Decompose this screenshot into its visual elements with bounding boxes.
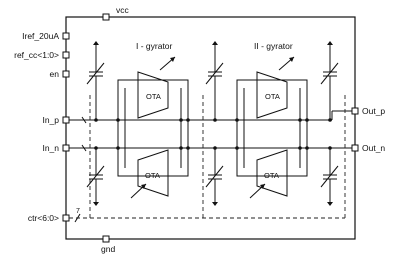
ota-2-top-label: OTA — [265, 92, 280, 101]
label-en: en — [50, 69, 60, 79]
junction-dots — [94, 118, 332, 150]
label-vcc: vcc — [116, 5, 130, 15]
bus-width-marker: 7 — [76, 208, 80, 215]
pin-out-n — [351, 144, 359, 152]
control-bus — [69, 92, 346, 223]
pin-in-n — [62, 144, 70, 152]
pin-gnd — [102, 235, 110, 243]
pin-en — [62, 70, 70, 78]
pin-ctr — [62, 214, 70, 222]
label-in-n: In_n — [42, 143, 59, 153]
block-outline — [65, 16, 356, 240]
label-gyrator-1: I - gyrator — [136, 41, 173, 51]
ota-1-bottom: OTA — [130, 149, 169, 199]
ota-2-bottom-label: OTA — [264, 171, 279, 180]
label-out-p: Out_p — [362, 106, 385, 116]
label-out-n: Out_n — [362, 143, 385, 153]
ota-1-bottom-label: OTA — [145, 171, 160, 180]
pin-iref — [62, 32, 70, 40]
pin-ref-cc — [62, 51, 70, 59]
pin-out-p — [351, 107, 359, 115]
signal-lines — [69, 110, 352, 149]
pin-in-p — [62, 116, 70, 124]
ota-1-top-label: OTA — [146, 92, 161, 101]
ground-stubs — [93, 41, 333, 206]
label-gyrator-2: II - gyrator — [254, 41, 293, 51]
label-ctr: ctr<6:0> — [28, 213, 59, 223]
label-iref: Iref_20uA — [22, 31, 59, 41]
ota-1-top: OTA — [137, 56, 176, 119]
label-in-p: In_p — [42, 115, 59, 125]
input-ticks — [81, 116, 87, 152]
gyrator-1-wiring — [117, 79, 189, 177]
label-gnd: gnd — [101, 244, 115, 254]
label-ref-cc: ref_cc<1:0> — [14, 50, 59, 60]
tunable-capacitors — [86, 45, 339, 202]
gyrator-2-wiring — [236, 79, 308, 177]
ota-2-bottom: OTA — [249, 149, 288, 199]
pin-vcc — [102, 13, 110, 21]
ota-2-top: OTA — [256, 56, 295, 119]
